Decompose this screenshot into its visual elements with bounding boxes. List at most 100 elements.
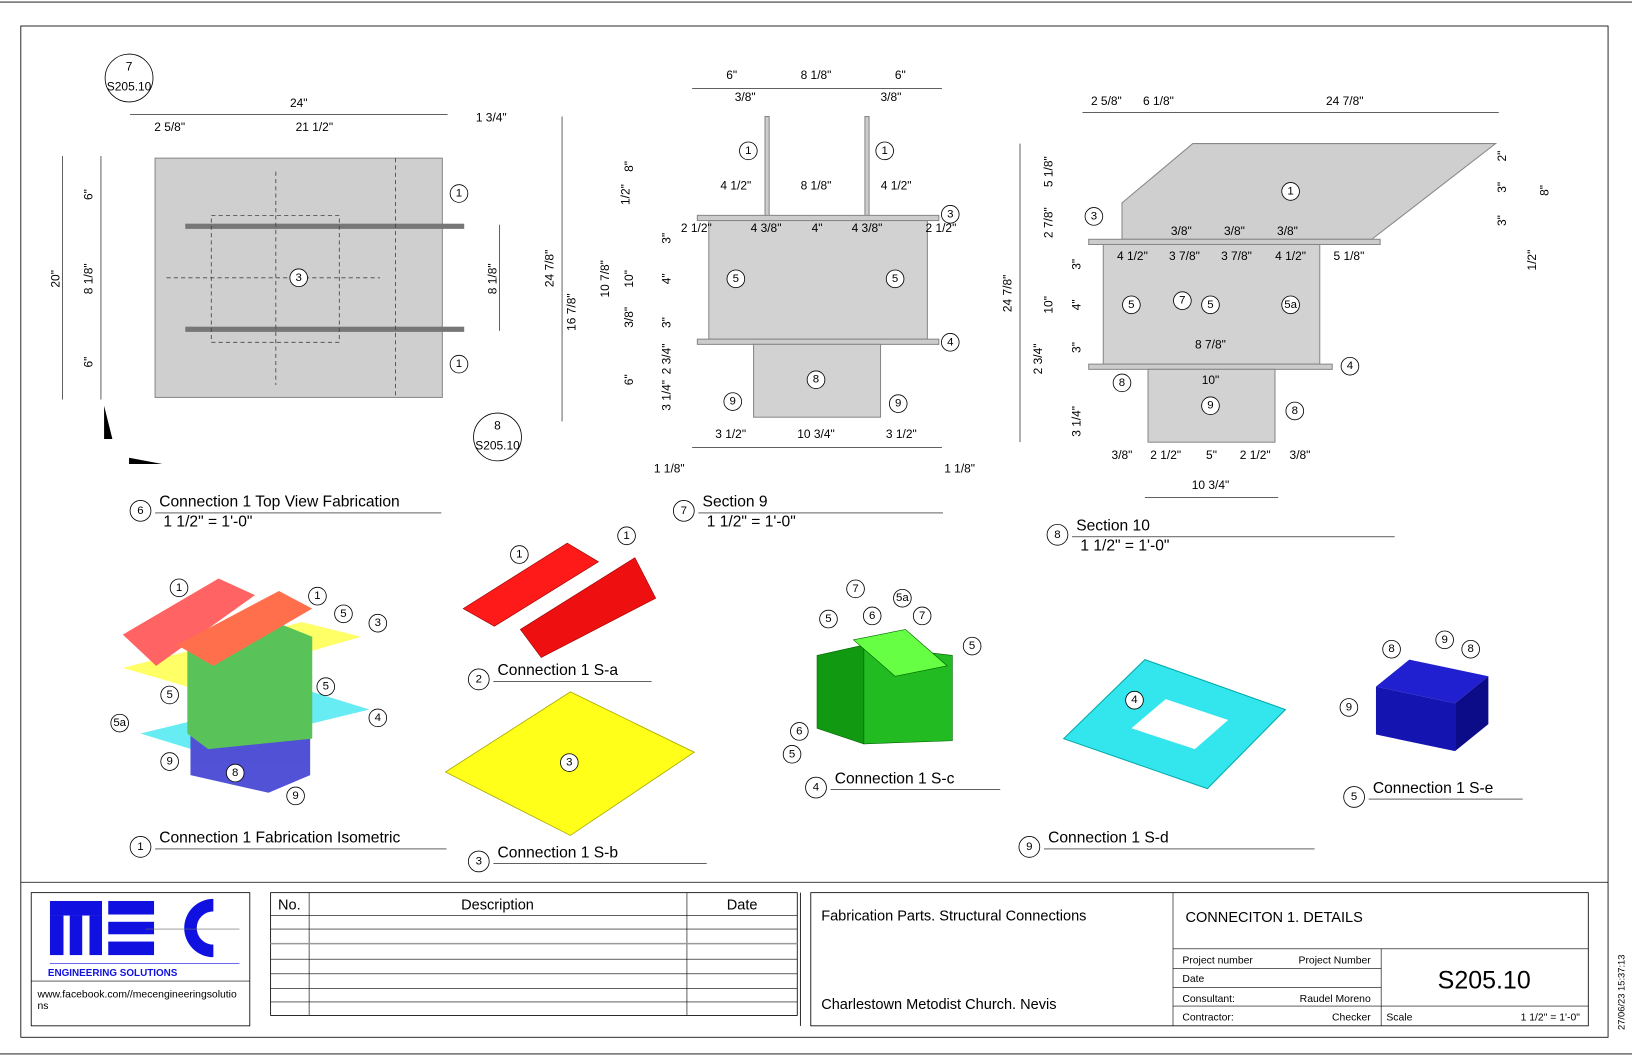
dimension-label: 3/8" — [622, 307, 636, 328]
consultant-label: Consultant: — [1182, 994, 1235, 1005]
callout-bubble: 9 — [286, 786, 305, 806]
dimension-label: 24 7/8" — [1326, 94, 1363, 108]
callout-number: 1 — [137, 841, 143, 853]
callout-number: 5a — [113, 717, 126, 729]
dimension-label: 4" — [659, 273, 673, 284]
title-block: Engineering Solutions www.facebook.com//… — [30, 892, 1627, 1030]
contractor-value: Checker — [1332, 1013, 1371, 1024]
flange-plate-top — [185, 223, 465, 229]
revision-table — [270, 892, 798, 1016]
revision-header-date: Date — [727, 897, 758, 913]
dimension-label: 10" — [622, 270, 636, 288]
dimension-label: 3 1/2" — [715, 427, 746, 441]
plate — [1088, 238, 1381, 246]
scale-label: Scale — [1386, 1013, 1412, 1024]
plate — [1121, 143, 1498, 240]
revision-rows — [270, 915, 798, 1003]
callout-bubble: 4 — [941, 333, 960, 352]
sheet-border — [20, 25, 1609, 1038]
callout-number: 1 — [1287, 185, 1293, 197]
view-title: Connection 1 S-b — [498, 844, 619, 861]
sheet-number: S205.10 — [1438, 966, 1531, 994]
dimension-label: 10 7/8" — [598, 260, 612, 297]
dimension-label: 6" — [82, 189, 96, 200]
callout-number: 9 — [895, 398, 901, 410]
view-title: Section 10 — [1076, 518, 1150, 535]
callout-bubble: 9 — [160, 752, 179, 771]
dimension-label: 3 1/4" — [659, 380, 673, 411]
dimension-label: 3" — [659, 233, 673, 244]
dimension-label: 6" — [82, 357, 96, 368]
dimension-label: 2 1/2" — [681, 221, 712, 235]
section-mark[interactable] — [104, 53, 154, 103]
callout-number: 5 — [825, 613, 831, 625]
red-angle — [462, 542, 600, 627]
dimension-label: 3" — [1069, 259, 1083, 270]
dimension-label: 4 1/2" — [1275, 249, 1306, 263]
callout-number: 5 — [1351, 791, 1357, 803]
callout-number: 5 — [789, 748, 795, 760]
green-plate — [852, 629, 948, 677]
callout-number: 6 — [796, 725, 802, 737]
flange-plate-bottom — [185, 326, 465, 332]
callout-bubble: 8 — [1046, 523, 1069, 546]
callout-number: 5 — [969, 640, 975, 652]
dimension-label: 8 1/8" — [801, 68, 832, 82]
dimension-label: 3/8" — [1224, 224, 1245, 238]
red-angle — [519, 557, 657, 658]
callout-bubble: 1 — [739, 141, 758, 161]
callout-number: 3 — [566, 757, 572, 769]
blue-box-top — [1375, 659, 1489, 704]
view-7-section-9 — [561, 88, 942, 448]
callout-bubble: 8 — [1285, 401, 1305, 421]
dimension-label: 10" — [1202, 373, 1220, 387]
callout-number: 5a — [1284, 299, 1297, 311]
consultant-value: Raudel Moreno — [1300, 994, 1371, 1005]
callout-bubble: 5 — [334, 604, 353, 624]
hidden-box — [210, 214, 340, 343]
project-name: Fabrication Parts. Structural Connection… — [821, 909, 1086, 925]
green-plate — [816, 644, 865, 745]
dimension-label: 8 1/8" — [801, 178, 832, 192]
callout-bubble: 4 — [1125, 690, 1144, 710]
callout-number: 8 — [1119, 377, 1125, 389]
callout-number: 7 — [919, 610, 925, 622]
callout-bubble: 5a — [1281, 295, 1300, 315]
callout-bubble: 9 — [723, 392, 742, 411]
callout-bubble: 1 — [510, 545, 529, 564]
revision-header-description: Description — [461, 897, 534, 913]
print-timestamp: 27/06/23 15:37:13 — [1617, 955, 1627, 1030]
view-title: Connection 1 Top View Fabrication — [159, 494, 399, 511]
callout-bubble: 1 — [129, 836, 152, 858]
view-title: Connection 1 S-a — [498, 662, 619, 679]
callout-bubble: 3 — [1084, 207, 1104, 226]
callout-number: 8 — [1292, 405, 1298, 417]
callout-bubble: 4 — [805, 776, 827, 799]
callout-bubble: 5 — [726, 269, 746, 289]
callout-bubble: 2 — [467, 668, 490, 691]
logo-url: www.facebook.com//mecengineeringsolutio — [36, 990, 237, 1001]
callout-bubble: 5a — [110, 713, 129, 733]
section-mark-number: 7 — [126, 60, 133, 74]
callout-number: 8 — [1388, 643, 1394, 655]
section-mark[interactable] — [473, 412, 522, 462]
callout-bubble: 5 — [782, 745, 802, 764]
dimension-label: 4 1/2" — [1117, 249, 1148, 263]
dimension-label: 3/8" — [1277, 224, 1298, 238]
contractor-label: Contractor: — [1182, 1013, 1233, 1024]
callout-number: 8 — [232, 767, 238, 779]
dimension-label: 3" — [1069, 342, 1083, 353]
callout-bubble: 8 — [1461, 639, 1480, 659]
callout-bubble: 5 — [1201, 295, 1220, 315]
dimension-label: 3/8" — [1171, 224, 1192, 238]
project-number-label: Project number — [1182, 955, 1253, 966]
callout-number: 5 — [166, 689, 172, 701]
callout-bubble: 1 — [449, 354, 469, 374]
callout-number: 2 — [476, 673, 482, 685]
sheet-title: CONNECITON 1. DETAILS — [1185, 910, 1363, 926]
callout-number: 7 — [1179, 295, 1185, 307]
callout-number: 9 — [1026, 841, 1032, 853]
project-number-value: Project Number — [1299, 955, 1372, 966]
callout-bubble: 5 — [1343, 786, 1365, 808]
